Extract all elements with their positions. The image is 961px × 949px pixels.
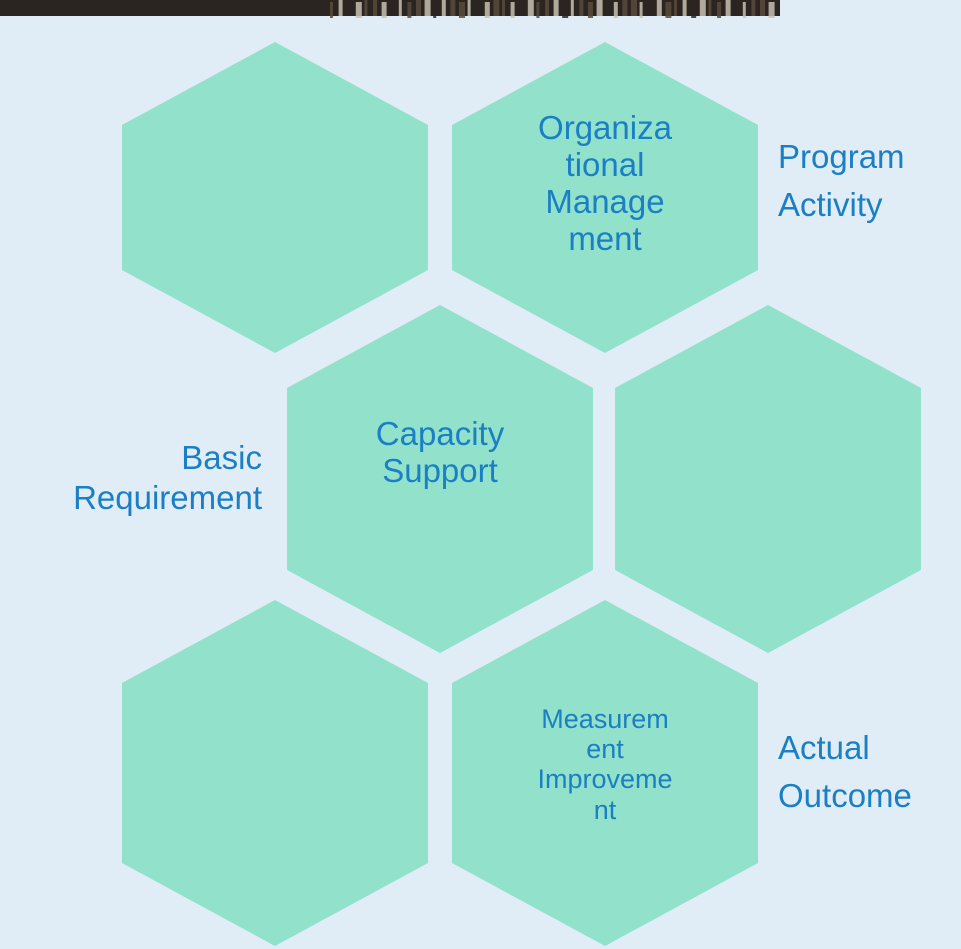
- hexagon-text-capacity-support: Capacity Support: [375, 415, 505, 489]
- hexagon-bottom-right: [452, 600, 758, 946]
- label-actual-outcome: Actual Outcome: [778, 729, 912, 814]
- hexagon-top-left: [122, 42, 428, 353]
- hexagon-middle-left: [287, 305, 593, 653]
- label-program-activity: Program Activity: [778, 138, 905, 223]
- hexagon-text-measurement-improvement: Measurem ent Improveme nt: [537, 704, 673, 825]
- hexagon-middle-right: [615, 305, 921, 653]
- hexagon-bottom-left: [122, 600, 428, 946]
- hexagon-text-organizational-management: Organiza tional Manage ment: [538, 109, 672, 257]
- photo-strip: [0, 0, 780, 18]
- hexagon-top-right: [452, 42, 758, 353]
- label-basic-requirement: Basic Requirement: [73, 439, 262, 516]
